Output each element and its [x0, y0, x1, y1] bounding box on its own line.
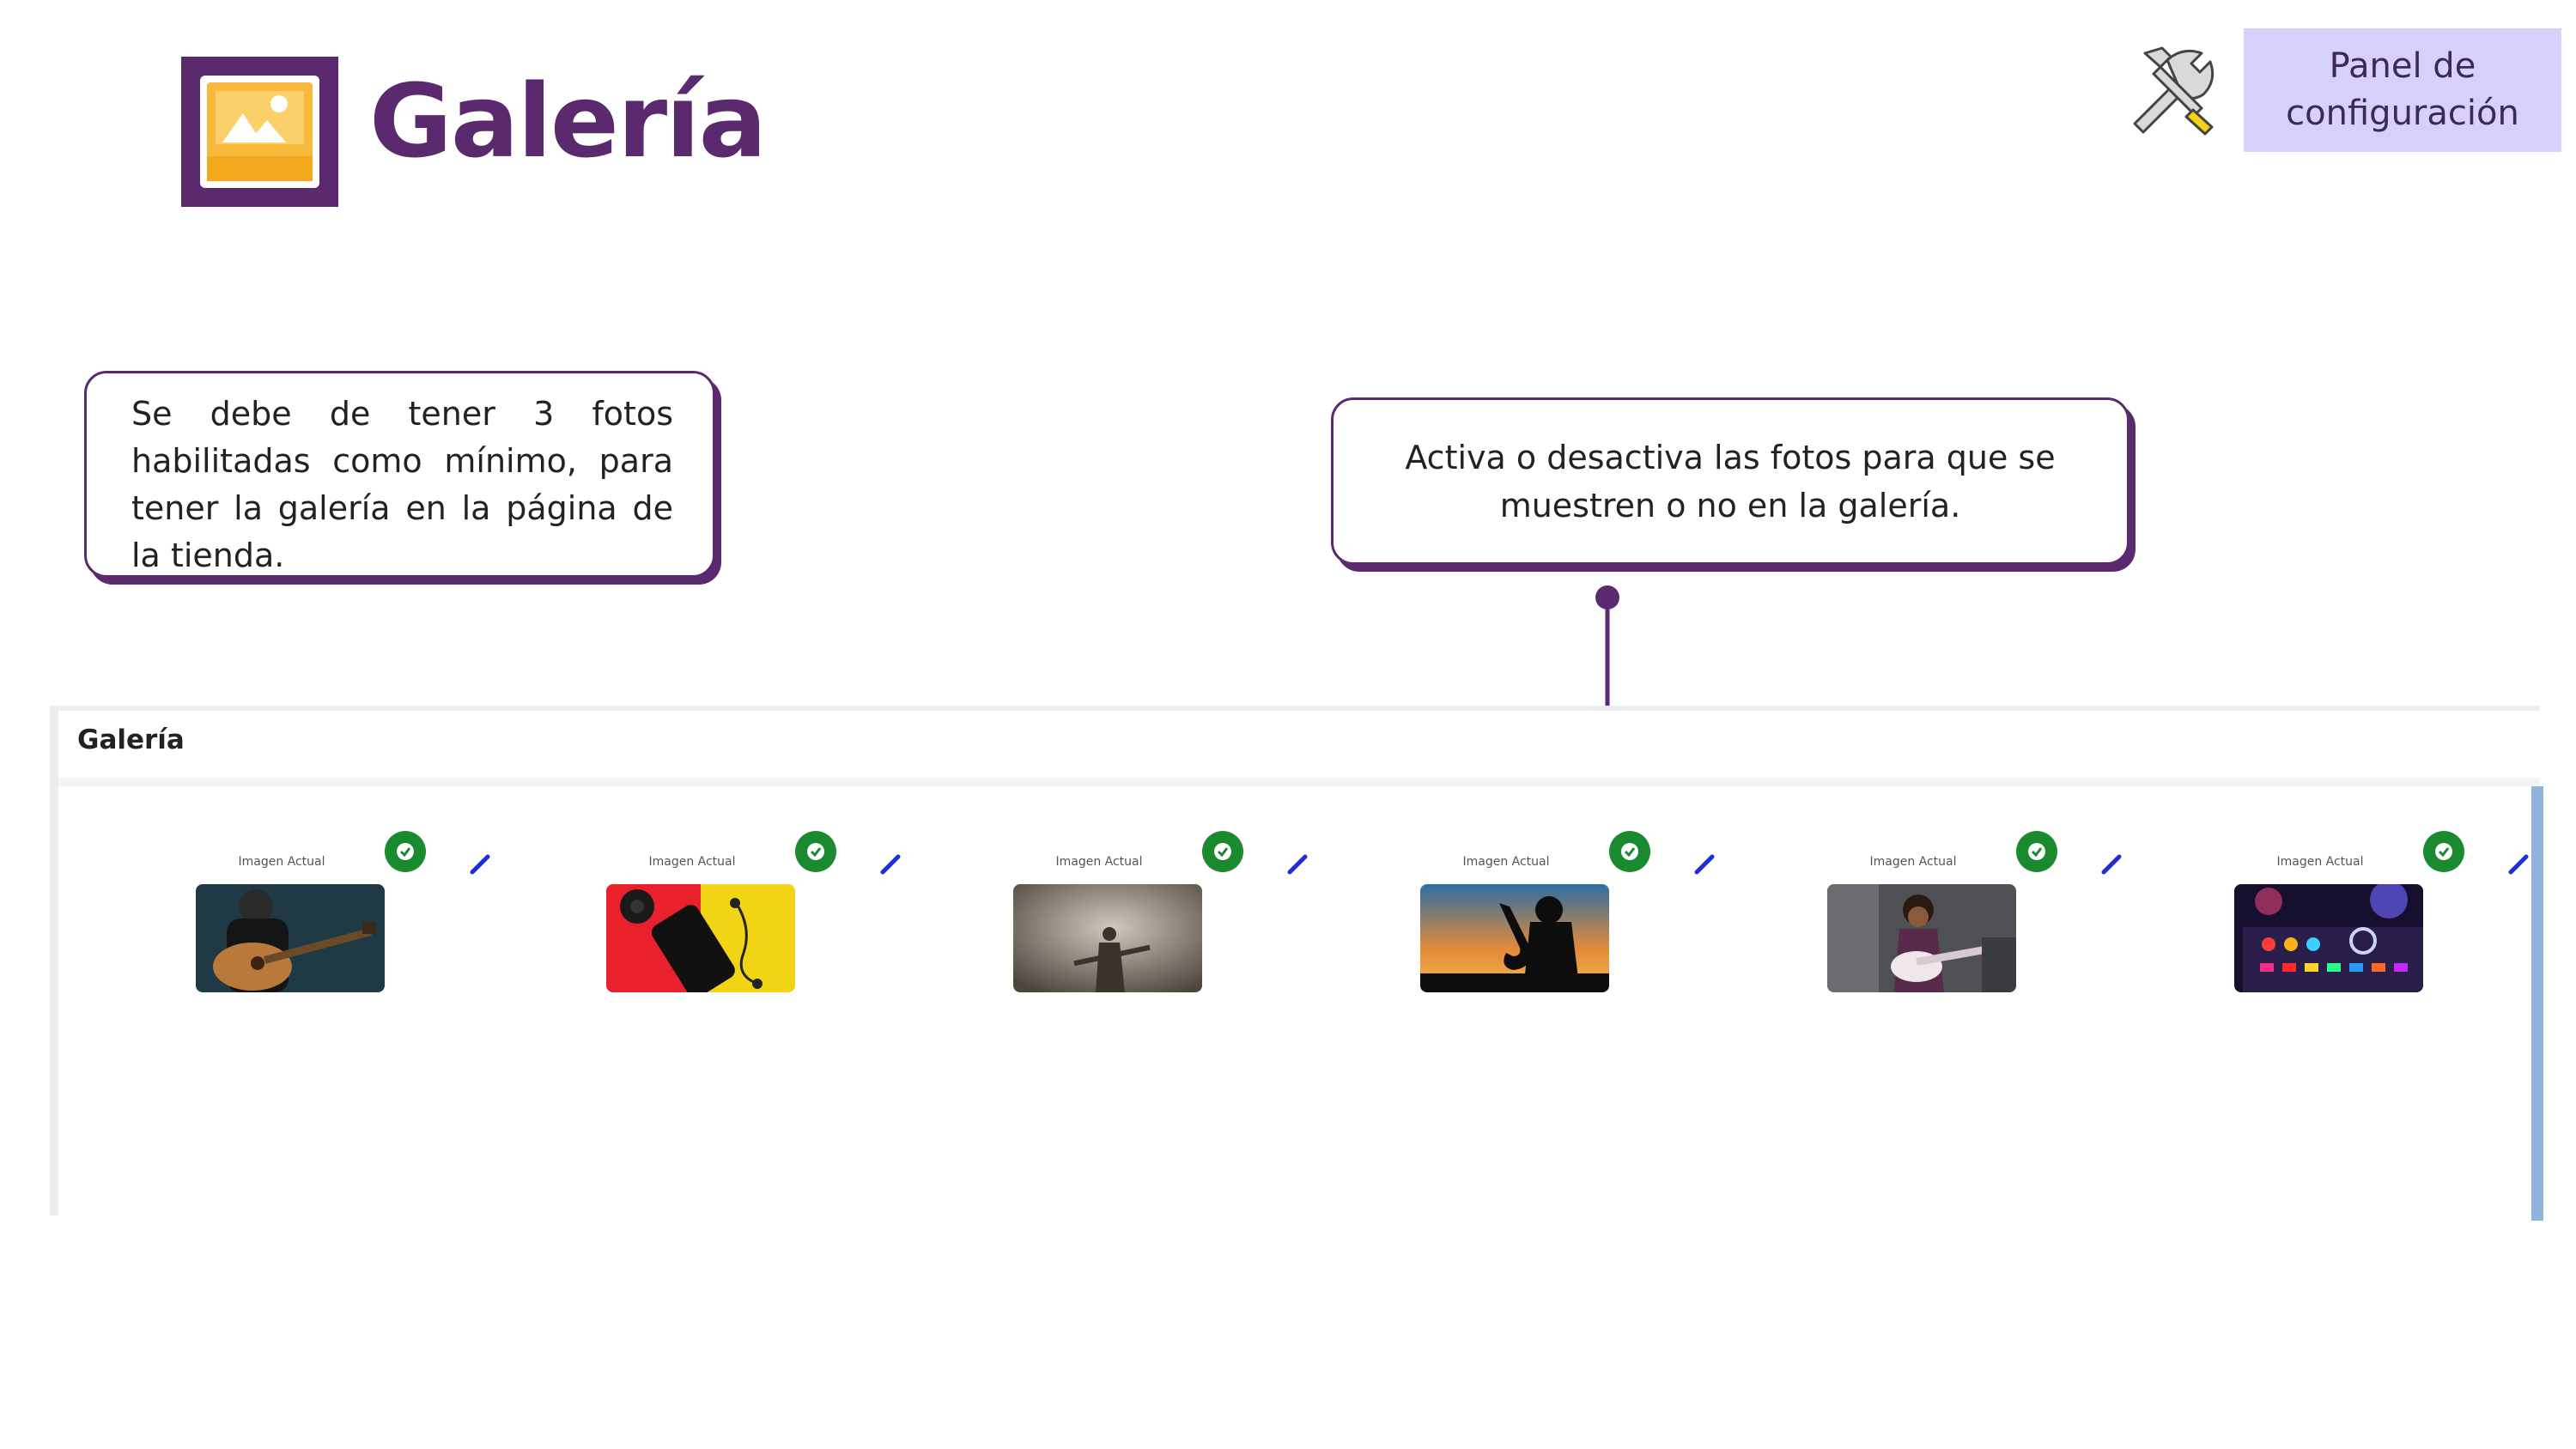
gallery-item: Imagen Actual: [196, 822, 599, 994]
scrollbar[interactable]: [2531, 786, 2543, 1221]
gallery-item: Imagen Actual: [1420, 822, 1824, 994]
visibility-toggle[interactable]: [1202, 831, 1243, 872]
edit-pencil-icon[interactable]: [467, 852, 493, 877]
gallery-image-icon: [200, 76, 319, 188]
photo-thumbnail: [2234, 884, 2423, 992]
visibility-toggle[interactable]: [2016, 831, 2057, 872]
item-label: Imagen Actual: [2276, 855, 2364, 869]
logo: [181, 57, 338, 207]
gallery-item: Imagen Actual: [1013, 822, 1417, 994]
gallery-panel-title: Galería: [77, 724, 185, 755]
item-label: Imagen Actual: [648, 855, 736, 869]
settings-panel-button[interactable]: Panel de configuración: [2244, 28, 2561, 152]
photo-thumbnail: [1420, 884, 1609, 992]
page-title: Galería: [369, 62, 767, 180]
visibility-toggle[interactable]: [795, 831, 836, 872]
visibility-toggle[interactable]: [2423, 831, 2464, 872]
min-photos-callout: Se debe de tener 3 fotos habilitadas com…: [84, 371, 715, 578]
item-label: Imagen Actual: [1462, 855, 1550, 869]
gallery-item: Imagen Actual: [606, 822, 1010, 994]
edit-pencil-icon[interactable]: [1285, 852, 1310, 877]
toggle-photos-callout: Activa o desactiva las fotos para que se…: [1331, 397, 2129, 565]
item-label: Imagen Actual: [1869, 855, 1957, 869]
photo-thumbnail: [606, 884, 795, 992]
edit-pencil-icon[interactable]: [2099, 852, 2124, 877]
visibility-toggle[interactable]: [1609, 831, 1650, 872]
item-label: Imagen Actual: [1055, 855, 1143, 869]
edit-pencil-icon[interactable]: [1692, 852, 1717, 877]
tools-icon: [2119, 41, 2222, 143]
edit-pencil-icon[interactable]: [2506, 852, 2531, 877]
visibility-toggle[interactable]: [385, 831, 426, 872]
gallery-panel: Galería Imagen Actual Imagen Actual: [50, 706, 2543, 1221]
gallery-item: Imagen Actual: [2234, 822, 2576, 994]
edit-pencil-icon[interactable]: [878, 852, 903, 877]
photo-thumbnail: [1013, 884, 1202, 992]
panel-divider: [58, 778, 2540, 786]
gallery-item: Imagen Actual: [1827, 822, 2231, 994]
item-label: Imagen Actual: [238, 855, 325, 869]
photo-thumbnail: [1827, 884, 2016, 992]
photo-thumbnail: [196, 884, 385, 992]
